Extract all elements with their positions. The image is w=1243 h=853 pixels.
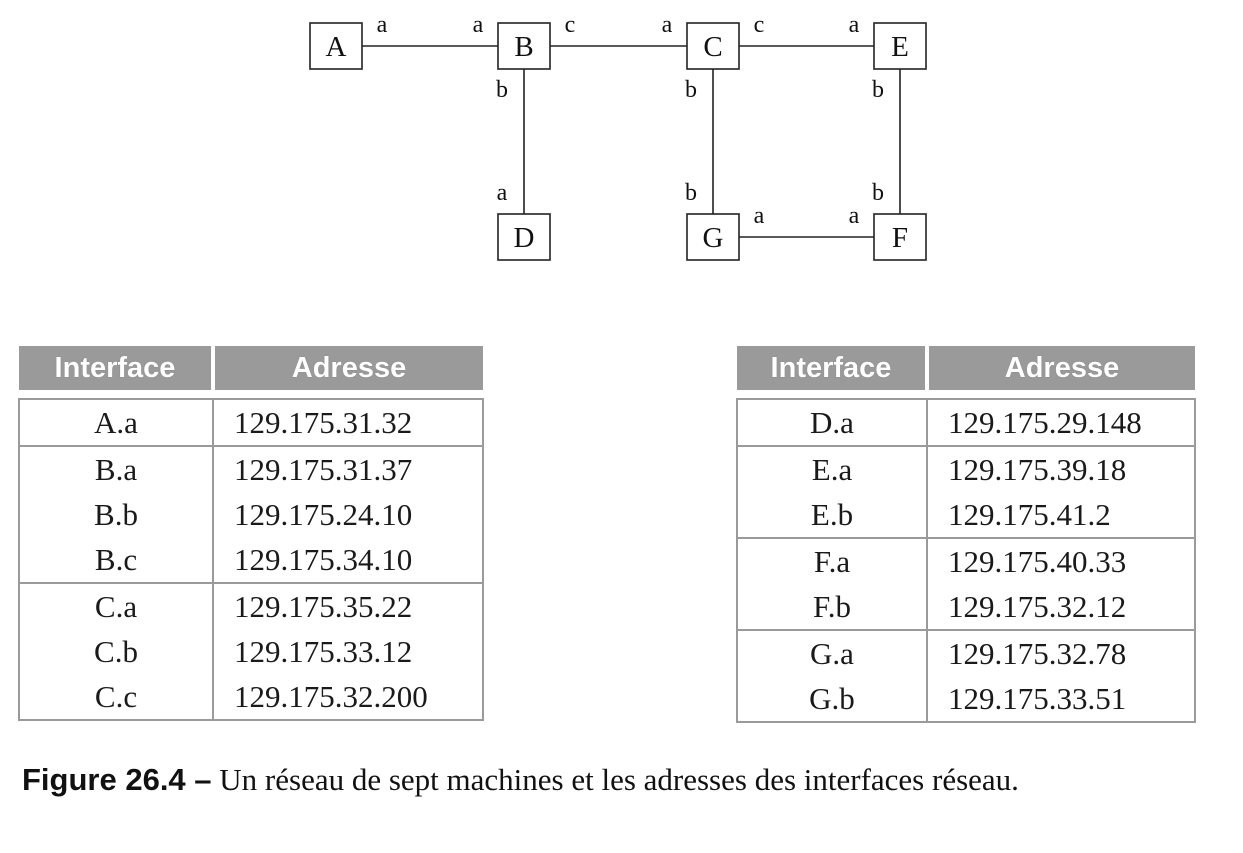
link-E-F: bb	[872, 69, 901, 214]
node-B: B	[497, 22, 551, 70]
column-header-address: Adresse	[213, 346, 483, 390]
port-label: a	[754, 203, 765, 229]
node-box	[686, 22, 740, 70]
interface-cell: E.b	[736, 492, 928, 538]
address-cell: 129.175.29.148	[926, 398, 1196, 446]
address-cell: 129.175.31.32	[212, 398, 484, 446]
port-label: a	[662, 12, 673, 38]
port-label: a	[849, 203, 860, 229]
column-header-address: Adresse	[927, 346, 1195, 390]
node-label: C	[703, 31, 722, 63]
port-label: a	[377, 12, 388, 38]
address-cell: 129.175.33.51	[926, 676, 1196, 723]
interface-cell: C.b	[18, 629, 214, 674]
address-cell: 129.175.40.33	[926, 537, 1196, 584]
node-G: G	[686, 213, 740, 261]
node-label: G	[703, 222, 724, 254]
node-A: A	[309, 22, 363, 70]
node-label: E	[891, 31, 909, 63]
node-E: E	[873, 22, 927, 70]
table-spacer	[737, 390, 1195, 399]
interface-cell: G.b	[736, 676, 928, 723]
address-cell: 129.175.32.78	[926, 629, 1196, 676]
node-C: C	[686, 22, 740, 70]
link-B-D: ba	[496, 69, 525, 214]
node-box	[686, 213, 740, 261]
interface-cell: A.a	[18, 398, 214, 446]
caption-text: Un réseau de sept machines et les adress…	[211, 762, 1019, 797]
address-cell: 129.175.32.12	[926, 584, 1196, 630]
port-label: b	[685, 180, 697, 206]
port-label: a	[497, 180, 508, 206]
node-D: D	[497, 213, 551, 261]
interface-cell: E.a	[736, 445, 928, 492]
node-label: F	[892, 222, 908, 254]
interface-cell: C.c	[18, 674, 214, 721]
figure-caption: Figure 26.4 – Un réseau de sept machines…	[22, 758, 1227, 802]
port-label: b	[872, 180, 884, 206]
port-label: a	[849, 12, 860, 38]
node-label: D	[514, 222, 535, 254]
address-cell: 129.175.33.12	[212, 629, 484, 674]
table-header-row: Interface Adresse	[737, 346, 1195, 390]
table-header-row: Interface Adresse	[19, 346, 483, 390]
node-box	[309, 22, 363, 70]
port-label: c	[754, 12, 765, 38]
node-F: F	[873, 213, 927, 261]
interface-cell: F.a	[736, 537, 928, 584]
node-label: A	[326, 31, 347, 63]
address-cell: 129.175.24.10	[212, 492, 484, 537]
port-label: a	[473, 12, 484, 38]
node-box	[873, 22, 927, 70]
interface-cell: C.a	[18, 582, 214, 629]
column-header-interface: Interface	[737, 346, 929, 390]
table-spacer	[19, 390, 483, 399]
port-label: b	[872, 77, 884, 103]
node-box	[873, 213, 927, 261]
port-label: b	[496, 77, 508, 103]
interface-cell: B.b	[18, 492, 214, 537]
column-header-interface: Interface	[19, 346, 215, 390]
address-cell: 129.175.31.37	[212, 445, 484, 492]
interface-cell: G.a	[736, 629, 928, 676]
port-label: c	[565, 12, 576, 38]
address-cell: 129.175.41.2	[926, 492, 1196, 538]
interface-cell: B.a	[18, 445, 214, 492]
port-label: b	[685, 77, 697, 103]
address-cell: 129.175.34.10	[212, 537, 484, 583]
address-cell: 129.175.39.18	[926, 445, 1196, 492]
figure-label: Figure 26.4 –	[22, 762, 212, 797]
address-cell: 129.175.35.22	[212, 582, 484, 629]
interface-cell: B.c	[18, 537, 214, 583]
interface-cell: F.b	[736, 584, 928, 630]
address-cell: 129.175.32.200	[212, 674, 484, 721]
interface-cell: D.a	[736, 398, 928, 446]
node-box	[497, 22, 551, 70]
node-label: B	[514, 31, 533, 63]
link-C-G: bb	[685, 69, 714, 214]
node-box	[497, 213, 551, 261]
